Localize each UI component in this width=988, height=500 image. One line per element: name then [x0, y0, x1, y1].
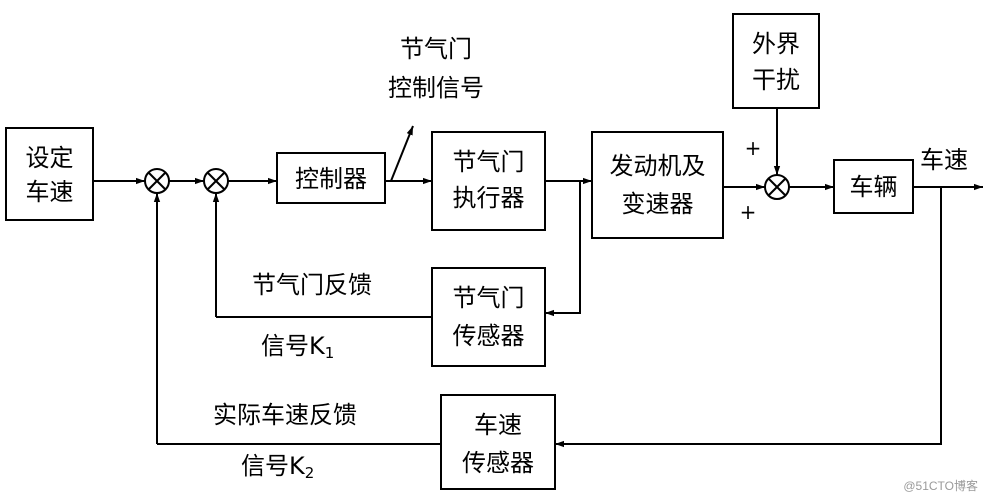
throttle-sensor-block: 节气门 传感器 [431, 267, 546, 367]
sum3-sign-top: + [745, 136, 762, 160]
set-speed-label-line1: 设定 [26, 144, 74, 172]
summing-junction-2 [203, 168, 229, 194]
vehicle-label: 车辆 [850, 173, 898, 201]
throttle-feedback-label-line1: 节气门反馈 [252, 271, 372, 299]
throttle-control-signal-label-line1: 节气门 [400, 35, 472, 63]
speed-feedback-label-line2: 信号K2 [241, 452, 314, 482]
throttle-actuator-block: 节气门 执行器 [431, 131, 546, 231]
engine-transmission-label-line1: 发动机及 [610, 152, 706, 180]
output-speed-label: 车速 [920, 146, 968, 174]
engine-transmission-label-line2: 变速器 [622, 190, 694, 218]
arrow-output-to-speed-sensor [555, 187, 942, 448]
throttle-sensor-label-line2: 传感器 [453, 322, 525, 350]
sum3-sign-bottom: + [740, 200, 757, 224]
set-speed-label-line2: 车速 [26, 178, 74, 206]
speed-sensor-label-line2: 传感器 [462, 449, 534, 477]
throttle-actuator-label-line2: 执行器 [453, 184, 525, 212]
summing-junction-3 [764, 174, 790, 200]
engine-transmission-block: 发动机及 变速器 [591, 131, 724, 239]
external-disturbance-label-line1: 外界 [752, 30, 800, 58]
throttle-actuator-label-line1: 节气门 [453, 148, 525, 176]
arrow-throttle-tap-to-sensor [545, 180, 581, 317]
speed-sensor-label-line1: 车速 [474, 411, 522, 439]
arrow-throttle-control-signal [390, 125, 414, 182]
set-speed-block: 设定 车速 [5, 127, 94, 221]
speed-sensor-block: 车速 传感器 [440, 394, 556, 490]
summing-junction-1 [144, 168, 170, 194]
external-disturbance-block: 外界 干扰 [732, 13, 820, 109]
throttle-sensor-label-line1: 节气门 [453, 284, 525, 312]
throttle-feedback-label-line2: 信号K1 [261, 332, 334, 362]
throttle-control-signal-label-line2: 控制信号 [388, 74, 484, 102]
external-disturbance-label-line2: 干扰 [752, 66, 800, 94]
vehicle-block: 车辆 [833, 159, 914, 214]
controller-label: 控制器 [295, 165, 367, 193]
controller-block: 控制器 [276, 152, 386, 204]
speed-feedback-label-line1: 实际车速反馈 [213, 401, 357, 429]
watermark: @51CTO博客 [903, 478, 978, 493]
